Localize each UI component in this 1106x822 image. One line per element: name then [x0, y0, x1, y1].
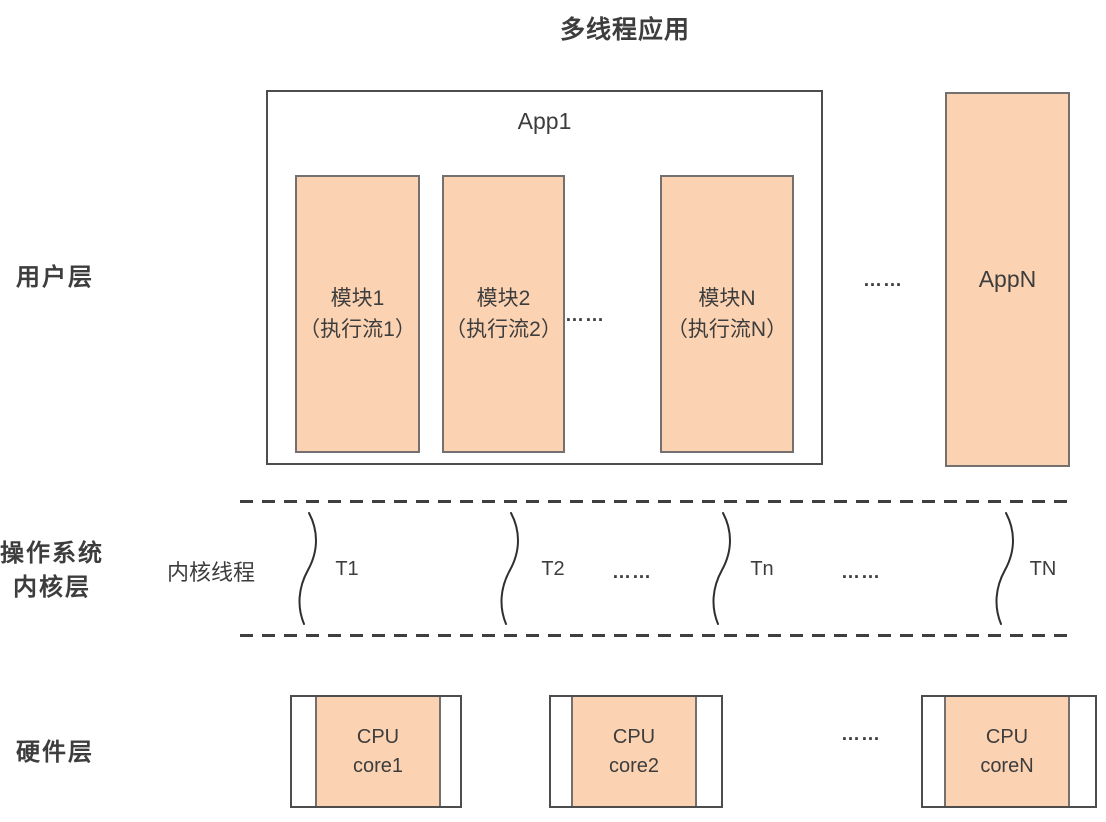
kernel-band-top-dashed-line — [240, 500, 1076, 503]
kernel-ellipsis-1: …… — [612, 562, 652, 583]
kernel-ellipsis-2: …… — [841, 562, 881, 583]
module-2-thread: （执行流2） — [445, 318, 562, 341]
layer-label-user: 用户层 — [16, 264, 94, 291]
module-2-name: 模块2 — [476, 287, 531, 310]
module-1-box: 模块1 （执行流1） — [295, 175, 420, 453]
cpu-coren-line1: CPU — [985, 725, 1029, 748]
thread-label-t2: T2 — [541, 558, 565, 580]
layer-label-kernel-line2: 内核层 — [13, 574, 91, 601]
module-n-thread: （执行流N） — [666, 318, 788, 341]
thread-curve-icon — [995, 512, 1014, 625]
cpu-core2-line2: core2 — [608, 754, 660, 777]
app1-title: App1 — [517, 108, 572, 134]
cpu-core1-box: CPU core1 — [290, 695, 462, 808]
cpu-core1-line1: CPU — [356, 725, 400, 748]
cpu-coren-line2: coreN — [980, 754, 1034, 777]
thread-label-tn: Tn — [750, 558, 774, 580]
thread-label-t1: T1 — [335, 558, 359, 580]
cpu-core2-box: CPU core2 — [549, 695, 723, 808]
module-n-box: 模块N （执行流N） — [660, 175, 794, 453]
thread-curve-icon — [712, 512, 731, 625]
module-n-name: 模块N — [698, 287, 756, 310]
diagram-title: 多线程应用 — [559, 16, 690, 44]
hardware-ellipsis: …… — [841, 724, 881, 745]
thread-curve-icon — [298, 512, 317, 625]
module-2-box: 模块2 （执行流2） — [442, 175, 565, 453]
module-1-thread: （执行流1） — [299, 318, 416, 341]
app1-box: App1 模块1 （执行流1） 模块2 （执行流2） 模块N （执行流N） …… — [266, 90, 823, 465]
cpu-core1-inner: CPU core1 — [315, 697, 441, 806]
cpu-coren-box: CPU coreN — [921, 695, 1097, 808]
kernel-band-bottom-dashed-line — [240, 634, 1076, 637]
thread-label-tN: TN — [1029, 558, 1057, 580]
thread-curve-icon — [500, 512, 519, 625]
cpu-core1-line2: core1 — [352, 754, 404, 777]
cpu-coren-inner: CPU coreN — [944, 697, 1070, 806]
module-1-name: 模块1 — [330, 287, 385, 310]
appn-box: AppN — [945, 92, 1070, 467]
layer-label-kernel: 操作系统 内核层 — [0, 537, 104, 605]
layer-label-hardware: 硬件层 — [16, 739, 94, 766]
cpu-core2-inner: CPU core2 — [571, 697, 697, 806]
kernel-threads-label: 内核线程 — [166, 560, 255, 585]
cpu-core2-line1: CPU — [612, 725, 656, 748]
apps-ellipsis: …… — [863, 270, 903, 291]
modules-ellipsis: …… — [565, 305, 605, 326]
layer-label-kernel-line1: 操作系统 — [0, 540, 104, 567]
